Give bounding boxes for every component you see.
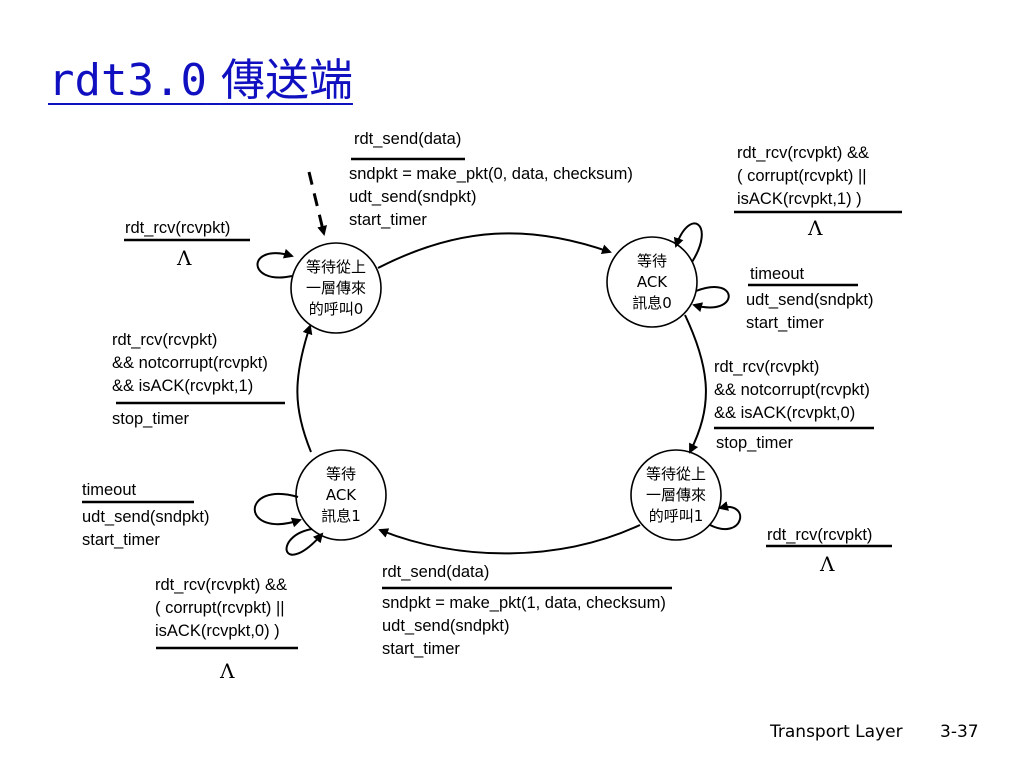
footer-section: Transport Layer	[770, 722, 903, 742]
send-1-actions: sndpkt = make_pkt(1, data, checksum) udt…	[382, 592, 666, 661]
ignore-ack-0-event-3: isACK(rcvpkt,1) )	[737, 190, 862, 208]
ack1-received-action: stop_timer	[112, 410, 190, 428]
rcv-call-0-action: Λ	[177, 246, 192, 270]
state-wait-call-1-circle	[630, 449, 722, 541]
state-wait-ack-0-line-3: 訊息0	[632, 293, 672, 312]
initial-state-arrow	[307, 171, 327, 236]
slide-title: rdt3.0 傳送端	[48, 44, 353, 108]
loop-timeout-wait-ack-1	[253, 492, 302, 528]
state-wait-call-1-line-2: 一層傳來	[645, 485, 706, 504]
edge-send-0	[377, 232, 612, 269]
ignore-ack-1-event: rdt_rcv(rcvpkt) && ( corrupt(rcvpkt) || …	[155, 574, 287, 643]
state-wait-ack-1: 等待 ACK 訊息1	[296, 450, 386, 540]
state-wait-ack-1-line-2: ACK	[325, 485, 357, 504]
state-wait-call-0: 等待從上 一層傳來 的呼叫0	[291, 243, 381, 333]
state-wait-call-1: 等待從上 一層傳來 的呼叫1	[631, 450, 721, 540]
ack1-received-event-2: && notcorrupt(rcvpkt)	[112, 354, 268, 372]
title-suffix: 傳送端	[220, 55, 353, 106]
edge-send-1	[378, 524, 641, 555]
send-0-action-1: sndpkt = make_pkt(0, data, checksum)	[349, 165, 633, 183]
state-wait-call-0-line-2: 一層傳來	[305, 278, 366, 297]
ack1-received-event: rdt_rcv(rcvpkt) && notcorrupt(rcvpkt) &&…	[112, 329, 268, 398]
ack0-received-event-1: rdt_rcv(rcvpkt)	[714, 358, 820, 376]
state-wait-call-0-line-3: 的呼叫0	[308, 299, 364, 318]
ignore-ack-1-event-1: rdt_rcv(rcvpkt) &&	[155, 576, 288, 594]
timeout-0-event: timeout	[750, 265, 805, 283]
ignore-ack-0-event-1: rdt_rcv(rcvpkt) &&	[737, 144, 870, 162]
ignore-ack-0-event-2: ( corrupt(rcvpkt) ||	[737, 167, 867, 185]
rcv-call-0-event: rdt_rcv(rcvpkt)	[125, 219, 231, 237]
rcv-call-1-event: rdt_rcv(rcvpkt)	[767, 526, 873, 544]
state-wait-ack-0-circle	[606, 236, 698, 328]
ack0-received-event: rdt_rcv(rcvpkt) && notcorrupt(rcvpkt) &&…	[714, 356, 870, 425]
send-0-actions: sndpkt = make_pkt(0, data, checksum) udt…	[349, 163, 633, 232]
ack0-received-event-2: && notcorrupt(rcvpkt)	[714, 381, 870, 399]
footer-page-number: 3-37	[940, 722, 979, 742]
state-wait-ack-1-line-1: 等待	[325, 464, 356, 483]
send-1-action-3: start_timer	[382, 640, 460, 658]
state-wait-ack-0-line-2: ACK	[636, 272, 668, 291]
ignore-ack-0-action: Λ	[808, 216, 823, 240]
timeout-0-actions: udt_send(sndpkt) start_timer	[746, 289, 874, 335]
send-0-event: rdt_send(data)	[354, 130, 462, 148]
ignore-ack-1-event-2: ( corrupt(rcvpkt) ||	[155, 599, 285, 617]
loop-timeout-wait-ack-0	[692, 286, 730, 312]
state-wait-call-1-line-3: 的呼叫1	[648, 506, 704, 525]
state-wait-ack-1-circle	[295, 449, 387, 541]
ack1-received-event-1: rdt_rcv(rcvpkt)	[112, 331, 218, 349]
ignore-ack-1-event-3: isACK(rcvpkt,0) )	[155, 622, 280, 640]
ignore-ack-1-action: Λ	[220, 659, 235, 683]
send-1-action-2: udt_send(sndpkt)	[382, 617, 510, 635]
timeout-1-actions: udt_send(sndpkt) start_timer	[82, 506, 210, 552]
state-wait-call-0-circle	[290, 242, 382, 334]
edge-ack1-received	[296, 324, 313, 453]
loop-rcv-wait-call-0	[256, 248, 294, 279]
timeout-0-action-2: start_timer	[746, 314, 824, 332]
loop-ignore-ack-wait-ack-1	[285, 528, 324, 556]
ack0-received-action: stop_timer	[716, 434, 794, 452]
send-1-action-1: sndpkt = make_pkt(1, data, checksum)	[382, 594, 666, 612]
send-0-action-2: udt_send(sndpkt)	[349, 188, 477, 206]
edge-ack0-received	[684, 314, 707, 454]
loop-ignore-ack-wait-ack-0	[673, 222, 703, 263]
ack1-received-event-3: && isACK(rcvpkt,1)	[112, 377, 254, 395]
send-1-event: rdt_send(data)	[382, 563, 490, 581]
state-wait-ack-1-line-3: 訊息1	[321, 506, 361, 525]
timeout-1-action-1: udt_send(sndpkt)	[82, 508, 210, 526]
timeout-0-action-1: udt_send(sndpkt)	[746, 291, 874, 309]
state-wait-ack-0: 等待 ACK 訊息0	[607, 237, 697, 327]
loop-rcv-wait-call-1	[709, 501, 742, 531]
send-0-action-3: start_timer	[349, 211, 427, 229]
state-wait-call-1-line-1: 等待從上	[645, 464, 706, 483]
timeout-1-event: timeout	[82, 481, 137, 499]
state-wait-ack-0-line-1: 等待	[636, 251, 667, 270]
title-prefix: rdt3.0	[48, 55, 207, 106]
ignore-ack-0-event: rdt_rcv(rcvpkt) && ( corrupt(rcvpkt) || …	[737, 142, 869, 211]
state-wait-call-0-line-1: 等待從上	[305, 257, 366, 276]
timeout-1-action-2: start_timer	[82, 531, 160, 549]
rcv-call-1-action: Λ	[820, 552, 835, 576]
ack0-received-event-3: && isACK(rcvpkt,0)	[714, 404, 856, 422]
